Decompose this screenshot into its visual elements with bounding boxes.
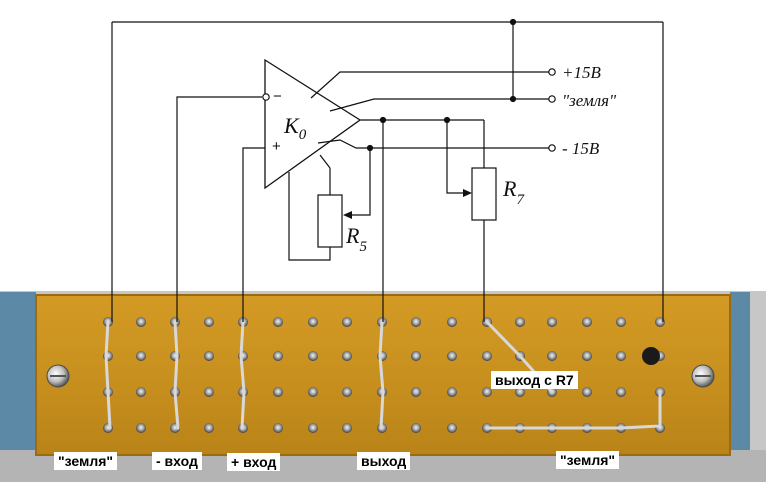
board-hole	[204, 317, 214, 327]
board-hole	[616, 351, 626, 361]
board-hole	[308, 387, 318, 397]
board-hole	[411, 317, 421, 327]
board-label-plus-input: + вход	[227, 453, 281, 471]
terminal-neg15	[548, 144, 556, 152]
board-hole	[411, 387, 421, 397]
board-label-output-r7: выход с R7	[491, 371, 578, 389]
board-photo	[0, 291, 766, 482]
dark-component	[642, 347, 660, 365]
board-hole	[616, 317, 626, 327]
board-hole	[342, 351, 352, 361]
board-hole	[515, 387, 525, 397]
junction-dot	[509, 95, 517, 103]
terminal-ground	[548, 95, 556, 103]
plus-sign: +	[272, 138, 281, 155]
board-hole	[482, 351, 492, 361]
board-hole	[411, 351, 421, 361]
board-hole	[308, 423, 318, 433]
board-hole	[308, 351, 318, 361]
r7-label: R7	[502, 176, 525, 208]
board-hole	[482, 387, 492, 397]
board-label-minus-input: - вход	[152, 452, 202, 470]
label-ground-terminal: "земля"	[562, 91, 617, 110]
board-hole	[273, 351, 283, 361]
board-hole	[342, 317, 352, 327]
board-hole	[411, 423, 421, 433]
board-hole	[342, 387, 352, 397]
board-hole	[136, 387, 146, 397]
board-hole	[342, 423, 352, 433]
label-pos15: +15В	[562, 63, 601, 82]
r5-label: R5	[345, 223, 367, 255]
label-neg15: - 15В	[562, 139, 600, 158]
board-hole	[447, 387, 457, 397]
board-hole	[136, 423, 146, 433]
board-hole	[273, 387, 283, 397]
board-hole	[447, 317, 457, 327]
board-hole	[515, 317, 525, 327]
board-label-ground-right: "земля"	[556, 451, 620, 469]
board-hole	[273, 423, 283, 433]
board-hole	[582, 387, 592, 397]
board-hole	[447, 351, 457, 361]
board-hole	[204, 351, 214, 361]
board-hole	[447, 423, 457, 433]
board-hole	[204, 387, 214, 397]
board-hole	[273, 317, 283, 327]
board-hole	[547, 317, 557, 327]
board-hole	[308, 317, 318, 327]
r7-resistor	[471, 167, 497, 221]
minus-sign: −	[273, 88, 282, 105]
board-hole	[582, 351, 592, 361]
r5-resistor	[317, 194, 343, 248]
opamp-label: K0	[283, 113, 307, 143]
terminal-pos15	[548, 68, 556, 76]
junction-dot	[509, 18, 517, 26]
board-label-output: выход	[357, 452, 411, 470]
frame-right-blue	[730, 292, 750, 452]
board-label-ground-left: "земля"	[54, 452, 118, 470]
schematic	[111, 18, 664, 322]
opamp-triangle	[264, 58, 362, 190]
board-hole	[616, 387, 626, 397]
hole-grid	[103, 317, 665, 433]
board-hole	[547, 351, 557, 361]
board-hole	[582, 317, 592, 327]
board-hole	[136, 351, 146, 361]
board-hole	[204, 423, 214, 433]
board-hole	[136, 317, 146, 327]
